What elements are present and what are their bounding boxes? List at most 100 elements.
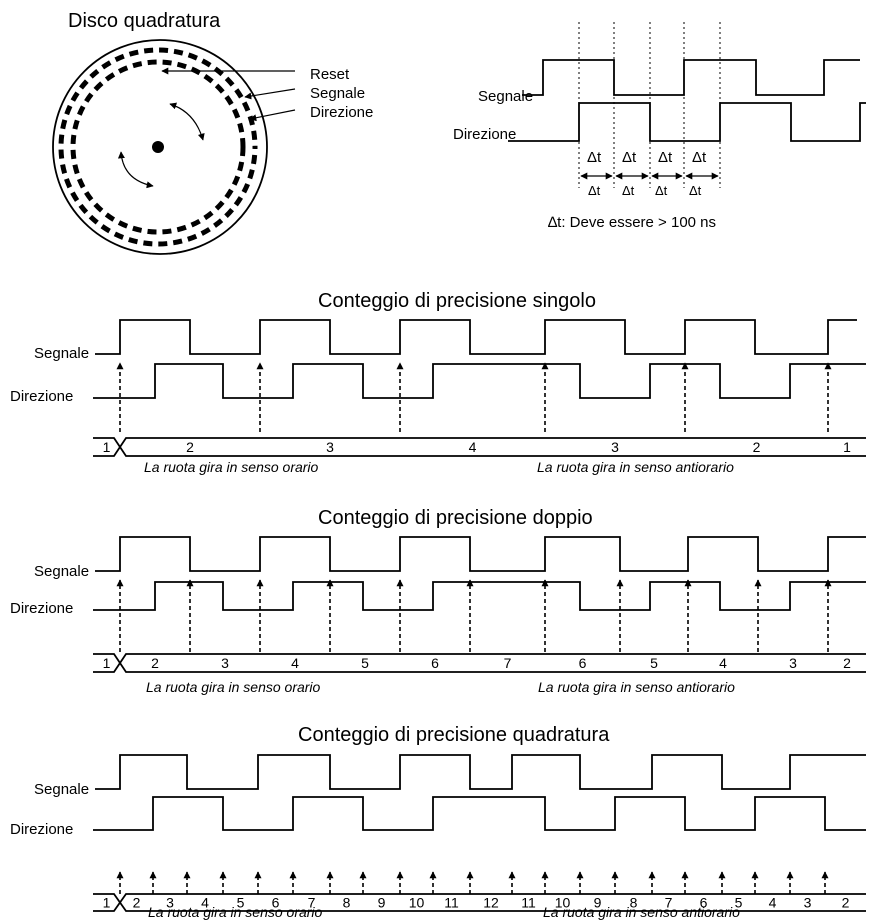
clockwise-caption: La ruota gira in senso orario bbox=[146, 679, 321, 695]
signal-pointer-arrow bbox=[244, 88, 296, 100]
section-title: Conteggio di precisione quadratura bbox=[298, 724, 610, 746]
count-bus-outline bbox=[93, 437, 866, 457]
count-value: 8 bbox=[630, 895, 638, 911]
disk-direction-track bbox=[58, 47, 258, 247]
count-value: 5 bbox=[650, 655, 658, 671]
count-value: 1 bbox=[103, 655, 111, 671]
count-value: 6 bbox=[431, 655, 439, 671]
count-value: 10 bbox=[555, 895, 571, 911]
direction-pointer-arrow bbox=[249, 109, 296, 122]
timing-diagram: Segnale Direzione Δt Δt Δt Δt Δt Δt Δt Δ… bbox=[453, 22, 866, 231]
count-value: 4 bbox=[769, 895, 777, 911]
count-value: 1 bbox=[103, 895, 111, 911]
counterclockwise-caption: La ruota gira in senso antiorario bbox=[543, 904, 740, 920]
signal-label: Segnale bbox=[34, 563, 89, 580]
count-value: 3 bbox=[804, 895, 812, 911]
delta-t-label: Δt bbox=[692, 149, 707, 166]
section-title: Conteggio di precisione doppio bbox=[318, 507, 593, 529]
timing-signal-label: Segnale bbox=[478, 88, 533, 105]
signal-waveform bbox=[95, 536, 866, 572]
count-value: 6 bbox=[579, 655, 587, 671]
count-value: 3 bbox=[789, 655, 797, 671]
count-value: 7 bbox=[665, 895, 673, 911]
signal-waveform bbox=[95, 754, 866, 790]
count-value: 5 bbox=[237, 895, 245, 911]
direction-label: Direzione bbox=[10, 388, 73, 405]
count-value: 4 bbox=[201, 895, 209, 911]
disk-center-hub bbox=[152, 141, 164, 153]
count-value: 5 bbox=[361, 655, 369, 671]
disk-signal-track bbox=[70, 59, 246, 235]
count-value: 2 bbox=[151, 655, 159, 671]
delta-t-label: Δt bbox=[658, 149, 673, 166]
count-value: 5 bbox=[735, 895, 743, 911]
count-value: 9 bbox=[594, 895, 602, 911]
count-value: 3 bbox=[221, 655, 229, 671]
count-value: 3 bbox=[611, 439, 619, 455]
count-value: 2 bbox=[186, 439, 194, 455]
rotation-arrow-icon bbox=[169, 102, 205, 141]
timing-signal-waveform bbox=[522, 59, 860, 96]
disk-title: Disco quadratura bbox=[68, 10, 221, 32]
disk-figure: Disco quadratura Reset Segnale Direzione bbox=[52, 10, 373, 255]
count-value: 4 bbox=[719, 655, 727, 671]
signal-label: Segnale bbox=[34, 781, 89, 798]
count-value: 1 bbox=[103, 439, 111, 455]
count-value: 3 bbox=[166, 895, 174, 911]
count-trigger-arrows bbox=[116, 871, 829, 894]
direction-waveform bbox=[93, 796, 866, 831]
count-value: 2 bbox=[133, 895, 141, 911]
section-double-precision: Conteggio di precisione doppio Segnale D… bbox=[10, 507, 866, 695]
disk-outer-rim bbox=[52, 39, 268, 255]
disk-label-reset: Reset bbox=[310, 66, 350, 83]
rotation-arrow-icon bbox=[117, 151, 154, 189]
count-value: 7 bbox=[308, 895, 316, 911]
counterclockwise-caption: La ruota gira in senso antiorario bbox=[538, 679, 735, 695]
count-value: 4 bbox=[469, 439, 477, 455]
delta-t-label: Δt bbox=[655, 183, 668, 198]
count-value: 8 bbox=[343, 895, 351, 911]
count-bus-outline bbox=[93, 653, 866, 673]
delta-t-label: Δt bbox=[587, 149, 602, 166]
count-value: 2 bbox=[842, 895, 850, 911]
delta-t-label: Δt bbox=[588, 183, 601, 198]
count-value: 6 bbox=[700, 895, 708, 911]
delta-t-label: Δt bbox=[622, 183, 635, 198]
count-bus-outline bbox=[93, 653, 866, 673]
count-value: 6 bbox=[272, 895, 280, 911]
count-value: 7 bbox=[504, 655, 512, 671]
count-value: 11 bbox=[521, 895, 536, 911]
direction-label: Direzione bbox=[10, 821, 73, 838]
count-trigger-arrows bbox=[116, 579, 832, 652]
timing-direction-label: Direzione bbox=[453, 126, 516, 143]
delta-t-label: Δt bbox=[689, 183, 702, 198]
count-value: 3 bbox=[326, 439, 334, 455]
count-value: 4 bbox=[291, 655, 299, 671]
counterclockwise-caption: La ruota gira in senso antiorario bbox=[537, 459, 734, 475]
count-bus-outline bbox=[93, 893, 866, 912]
count-value: 1 bbox=[843, 439, 851, 455]
count-trigger-arrows bbox=[116, 362, 832, 432]
count-value: 12 bbox=[483, 895, 499, 911]
count-bus: 1 2 3 4 5 6 7 6 5 4 3 2 bbox=[93, 653, 866, 673]
section-single-precision: Conteggio di precisione singolo Segnale … bbox=[10, 290, 866, 475]
clockwise-caption: La ruota gira in senso orario bbox=[148, 904, 323, 920]
clockwise-caption: La ruota gira in senso orario bbox=[144, 459, 319, 475]
direction-waveform bbox=[93, 363, 866, 399]
delta-t-label: Δt bbox=[622, 149, 637, 166]
count-bus-outline bbox=[93, 437, 866, 457]
count-value: 2 bbox=[843, 655, 851, 671]
direction-label: Direzione bbox=[10, 600, 73, 617]
count-value: 10 bbox=[409, 895, 425, 911]
section-quadrature-precision: Conteggio di precisione quadratura Segna… bbox=[10, 724, 866, 920]
disk-label-direction: Direzione bbox=[310, 104, 373, 121]
timing-note: ∆t: Deve essere > 100 ns bbox=[548, 214, 716, 231]
count-value: 11 bbox=[444, 895, 459, 911]
signal-label: Segnale bbox=[34, 345, 89, 362]
section-title: Conteggio di precisione singolo bbox=[318, 290, 596, 312]
disk-label-signal: Segnale bbox=[310, 85, 365, 102]
count-bus-outline bbox=[93, 893, 866, 912]
